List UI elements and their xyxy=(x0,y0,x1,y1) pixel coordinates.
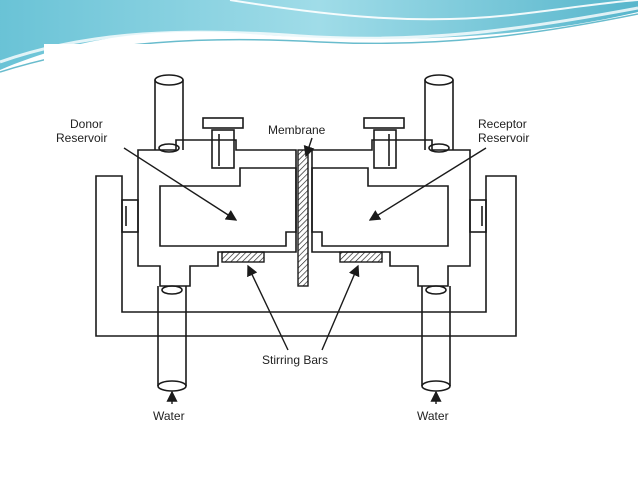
receptor-port-cap xyxy=(363,117,405,129)
receptor-chamber xyxy=(311,167,449,247)
right-top-water-tube xyxy=(424,80,454,150)
donor-sampling-port xyxy=(211,129,235,169)
receptor-label-line2: Reservoir xyxy=(478,131,529,145)
receptor-sampling-port xyxy=(373,129,397,169)
membrane-arrow xyxy=(303,137,315,158)
header-wave-white xyxy=(229,0,638,21)
stirring-arrow-right xyxy=(321,264,360,351)
header-wave-light xyxy=(0,6,638,64)
stirring-bars-label: Stirring Bars xyxy=(262,353,328,367)
membrane-label: Membrane xyxy=(268,123,326,137)
receptor-label-line1: Receptor xyxy=(478,117,527,131)
left-top-water-tube xyxy=(154,80,184,150)
donor-stirring-bar xyxy=(221,251,265,263)
right-clamp xyxy=(469,199,487,233)
donor-port-cap xyxy=(202,117,244,129)
receptor-water-jacket xyxy=(311,139,471,287)
right-bottom-tube-opening xyxy=(421,380,451,392)
right-bottom-water-tube xyxy=(421,286,451,386)
left-clamp xyxy=(121,199,139,233)
receptor-stirring-bar xyxy=(339,251,383,263)
water-label-right: Water xyxy=(417,409,449,423)
donor-label-line2: Reservoir xyxy=(56,131,107,145)
receptor-arrow xyxy=(368,147,487,221)
left-top-tube-opening xyxy=(154,74,184,86)
donor-arrow xyxy=(123,147,238,221)
left-bottom-water-tube xyxy=(157,286,187,386)
left-bottom-tube-opening xyxy=(157,380,187,392)
stirring-arrow-left xyxy=(247,264,289,351)
donor-chamber xyxy=(159,167,297,247)
donor-water-jacket xyxy=(137,139,297,287)
right-top-tube-opening xyxy=(424,74,454,86)
donor-label-line1: Donor xyxy=(70,117,103,131)
membrane xyxy=(297,149,309,287)
water-label-left: Water xyxy=(153,409,185,423)
